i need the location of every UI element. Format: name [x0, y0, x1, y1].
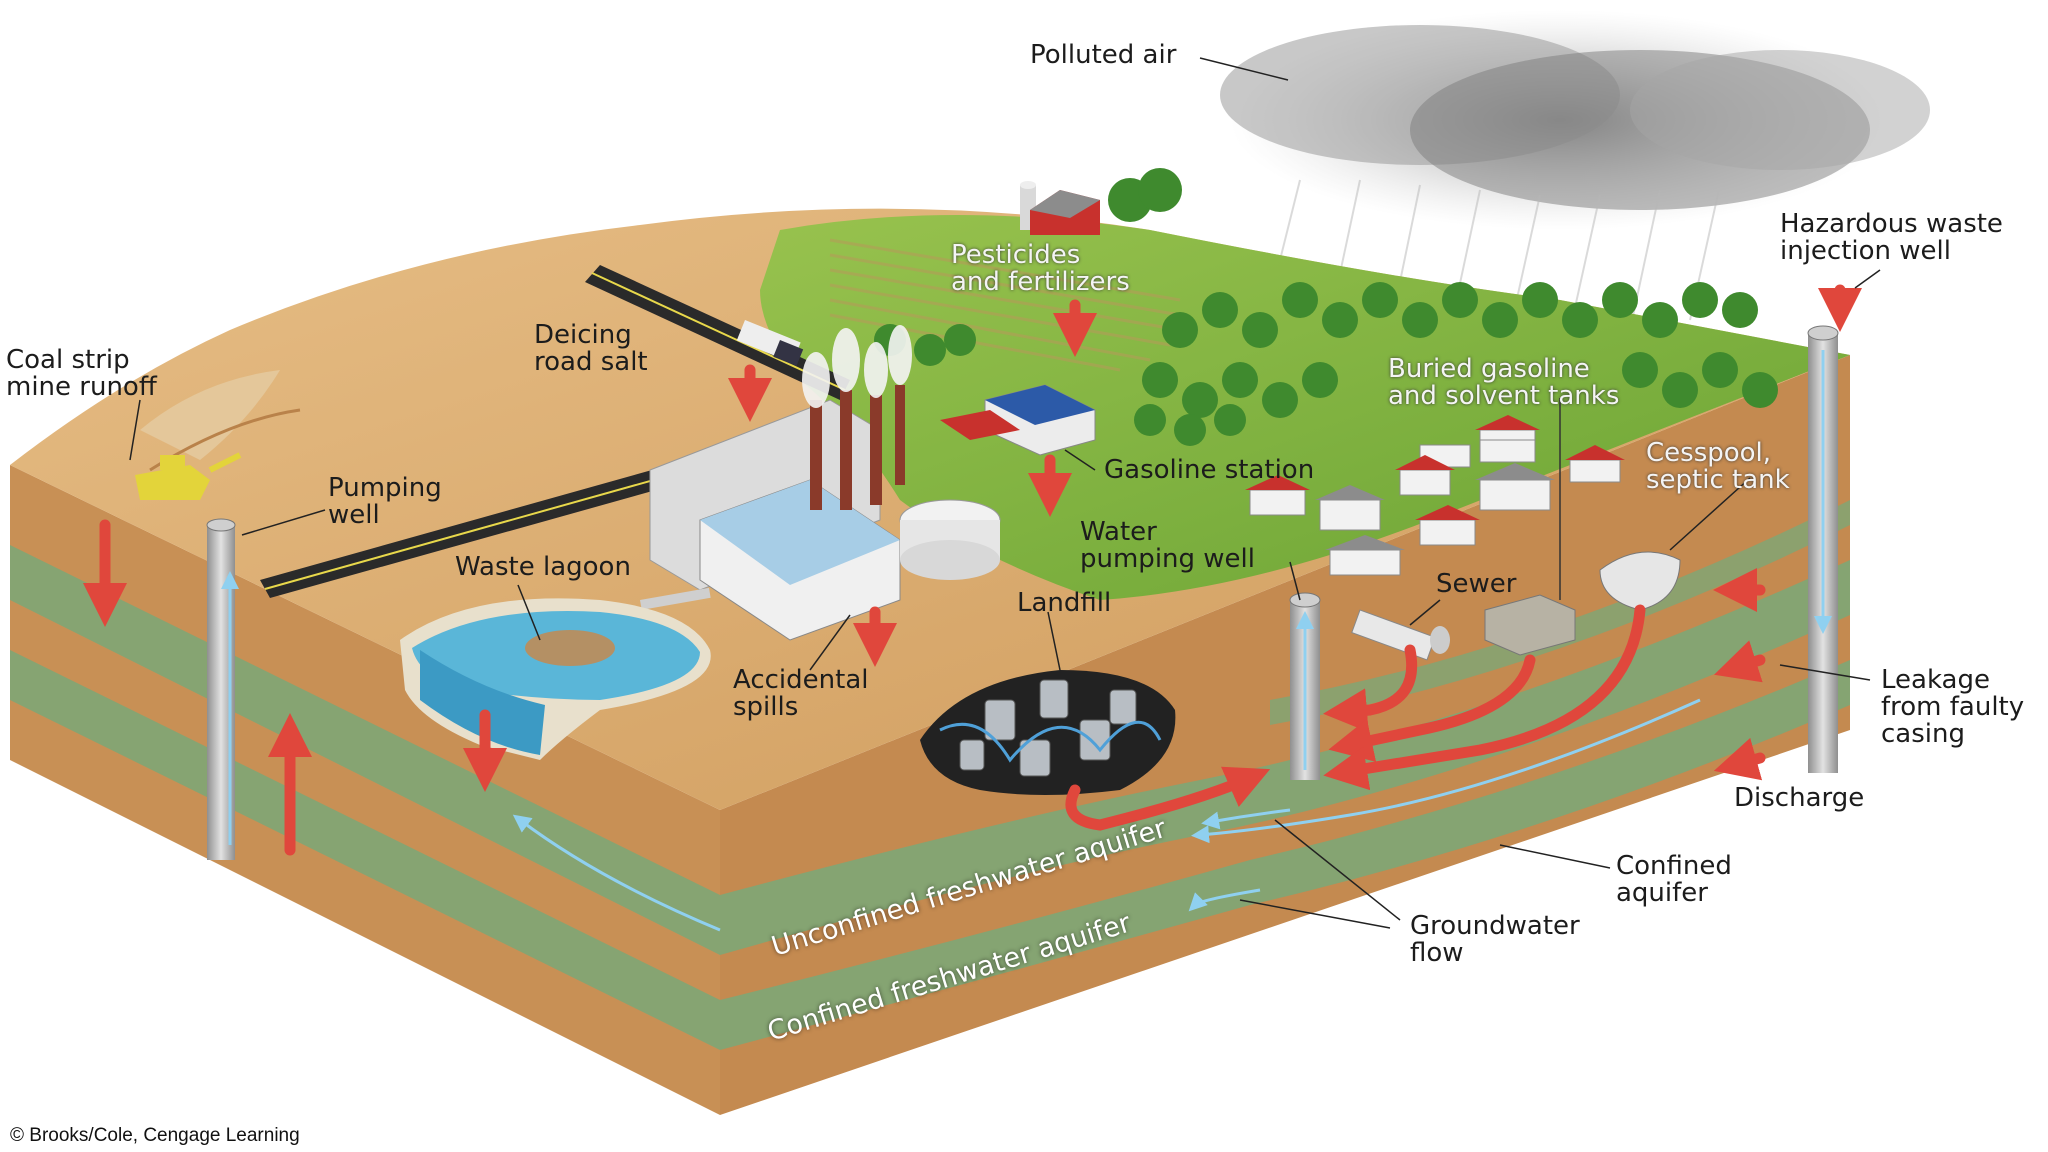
label-pumping-well: Pumping well	[328, 473, 442, 530]
label-discharge: Discharge	[1734, 783, 1865, 813]
ground-block-front	[10, 355, 1850, 1115]
polluted-air-cloud	[1220, 10, 1930, 331]
gasoline-station-building	[940, 384, 1096, 456]
buried-tank	[1484, 398, 1576, 656]
pollution-arrows	[83, 284, 1862, 856]
forest	[874, 168, 1778, 446]
mining-bulldozer	[135, 452, 242, 500]
label-cesspool-septic-tank: Cesspool, septic tank	[1646, 438, 1790, 495]
label-hazardous-waste-injection-well: Hazardous waste injection well	[1780, 209, 2003, 266]
injection-well-pipe	[1807, 325, 1839, 773]
salt-truck	[736, 319, 804, 367]
label-leakage-faulty-casing: Leakage from faulty casing	[1881, 665, 2025, 749]
label-gasoline-station: Gasoline station	[1104, 455, 1315, 485]
water-pumping-well-pipe	[1289, 592, 1321, 780]
label-deicing-road-salt: Deicing road salt	[534, 320, 648, 377]
label-confined-aquifer: Confined aquifer	[1616, 851, 1732, 908]
leader-lines	[129, 57, 1881, 929]
label-groundwater-flow: Groundwater flow	[1410, 911, 1580, 968]
label-buried-tanks: Buried gasoline and solvent tanks	[1388, 354, 1620, 411]
houses	[1245, 415, 1625, 576]
waste-lagoon-pond	[400, 598, 711, 760]
label-coal-strip-mine-runoff: Coal strip mine runoff	[6, 345, 157, 402]
landfill-pit	[920, 670, 1176, 795]
label-accidental-spills: Accidental spills	[733, 665, 869, 722]
groundwater-flow-arrows	[512, 698, 1701, 932]
factory	[640, 325, 1001, 641]
label-waste-lagoon: Waste lagoon	[455, 552, 631, 582]
pumping-well-pipe	[206, 518, 239, 860]
label-water-pumping-well: Water pumping well	[1080, 517, 1255, 574]
label-polluted-air: Polluted air	[1030, 40, 1177, 70]
label-sewer: Sewer	[1436, 569, 1517, 599]
label-pesticides-fertilizers: Pesticides and fertilizers	[951, 240, 1130, 297]
label-landfill: Landfill	[1017, 588, 1112, 618]
copyright-credit: © Brooks/Cole, Cengage Learning	[10, 1125, 300, 1146]
septic-tank	[1599, 551, 1681, 611]
farm-barn	[1020, 181, 1100, 235]
